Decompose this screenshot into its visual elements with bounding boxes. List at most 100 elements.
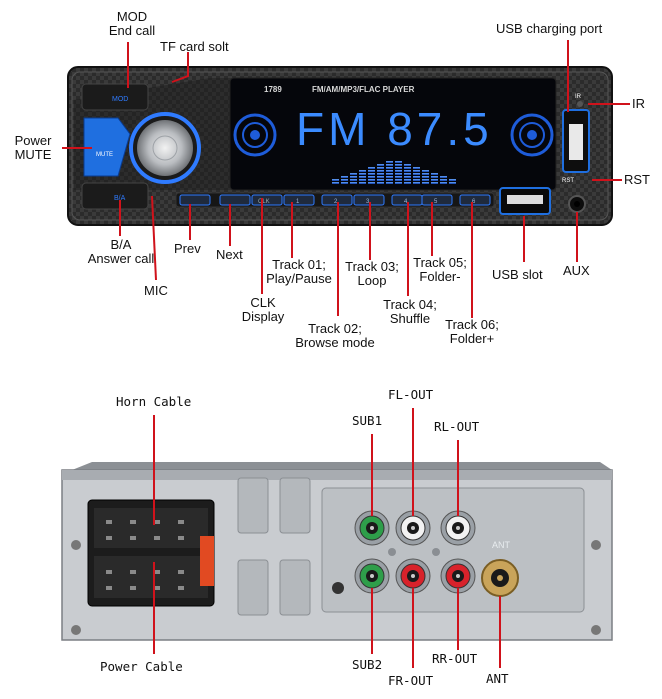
label-track03-line2: Loop <box>357 273 387 288</box>
equalizer-segment <box>350 176 357 178</box>
label-track01: Track 01; Play/Pause <box>264 258 334 286</box>
equalizer-segment <box>413 167 420 169</box>
iso-pin <box>178 536 184 540</box>
label-track06-line2: Folder+ <box>449 331 495 346</box>
label-ir: IR <box>632 96 645 111</box>
label-track05-line2: Folder- <box>419 269 461 284</box>
antenna-socket <box>481 559 519 597</box>
iso-pin <box>154 536 160 540</box>
label-mod-line2: End call <box>108 23 156 38</box>
equalizer-segment <box>332 182 339 184</box>
equalizer-segment <box>395 173 402 175</box>
equalizer-segment <box>350 182 357 184</box>
sub1-jack[interactable] <box>354 510 390 546</box>
label-track05: Track 05; Folder- <box>410 256 470 284</box>
plate-screw <box>388 548 396 556</box>
track-key-number: 5 <box>434 199 438 205</box>
label-mic: MIC <box>144 283 168 298</box>
equalizer-segment <box>341 182 348 184</box>
equalizer-segment <box>404 176 411 178</box>
fl-out-jack[interactable] <box>395 510 431 546</box>
label-clk-line1: CLK <box>250 295 276 310</box>
equalizer-segment <box>404 167 411 169</box>
equalizer-segment <box>413 176 420 178</box>
label-usb-charging: USB charging port <box>496 21 603 36</box>
iso-pin <box>130 536 136 540</box>
next-button[interactable] <box>219 194 251 206</box>
display-player-title: FM/AM/MP3/FLAC PLAYER <box>312 85 415 94</box>
volume-knob[interactable] <box>137 120 193 176</box>
rr-out-jack[interactable] <box>440 558 476 594</box>
label-power: Power MUTE <box>8 134 58 162</box>
clk-button[interactable] <box>251 194 283 206</box>
label-clk-line2: Display <box>241 309 285 324</box>
equalizer-segment <box>395 167 402 169</box>
display-swirl-right <box>510 113 554 157</box>
equalizer-segment <box>413 170 420 172</box>
label-fr-out: FR-OUT <box>388 673 434 688</box>
track-key-number: 2 <box>334 199 338 205</box>
equalizer-segment <box>386 164 393 166</box>
equalizer-segment <box>368 167 375 169</box>
label-sub2: SUB2 <box>352 657 383 672</box>
front-panel: 1 2 3 4 5 6 <box>67 66 613 226</box>
track-key-number: 6 <box>472 199 476 205</box>
equalizer-segment <box>404 179 411 181</box>
equalizer-segment <box>359 170 366 172</box>
equalizer-segment <box>431 173 438 175</box>
ba-button[interactable] <box>81 182 149 210</box>
label-track04-line1: Track 04; <box>383 297 437 312</box>
label-prev: Prev <box>174 241 201 256</box>
label-track06: Track 06; Folder+ <box>442 318 502 346</box>
equalizer-segment <box>386 182 393 184</box>
equalizer-segment <box>395 179 402 181</box>
equalizer-segment <box>377 173 384 175</box>
label-fl-out: FL-OUT <box>388 387 434 402</box>
plate-screw <box>432 548 440 556</box>
rl-out-jack[interactable] <box>440 510 476 546</box>
label-track03-line1: Track 03; <box>345 259 399 274</box>
sub2-jack[interactable] <box>354 558 390 594</box>
equalizer-segment <box>377 176 384 178</box>
iso-pin <box>154 520 160 524</box>
equalizer-segment <box>395 164 402 166</box>
label-sub1: SUB1 <box>352 413 383 428</box>
fr-out-jack[interactable] <box>395 558 431 594</box>
label-horn-cable: Horn Cable <box>116 394 192 409</box>
label-ba: B/A Answer call <box>84 238 158 266</box>
mod-button[interactable] <box>81 83 149 111</box>
label-track01-line2: Play/Pause <box>266 271 332 286</box>
label-ba-line2: Answer call <box>87 251 155 266</box>
equalizer-segment <box>431 179 438 181</box>
clk-key-label: CLK <box>258 199 270 205</box>
equalizer-segment <box>359 173 366 175</box>
equalizer-segment <box>377 182 384 184</box>
label-ba-line1: B/A <box>110 237 132 252</box>
equalizer-segment <box>422 182 429 184</box>
track5-button[interactable] <box>421 194 453 206</box>
equalizer-segment <box>431 182 438 184</box>
track6-button[interactable] <box>459 194 491 206</box>
track-key-number: 3 <box>366 199 370 205</box>
display-swirl-left <box>233 113 277 157</box>
equalizer-segment <box>359 182 366 184</box>
equalizer-segment <box>368 170 375 172</box>
equalizer-segment <box>449 179 456 181</box>
label-track04: Track 04; Shuffle <box>380 298 440 326</box>
iso-pin <box>106 586 112 590</box>
track-key-number: 1 <box>296 199 300 205</box>
label-power-cable: Power Cable <box>100 659 183 674</box>
label-track05-line1: Track 05; <box>413 255 467 270</box>
equalizer-segment <box>332 179 339 181</box>
mute-button[interactable] <box>83 117 131 177</box>
label-track02: Track 02; Browse mode <box>290 322 380 350</box>
iso-pin <box>130 520 136 524</box>
track-key-number: 4 <box>404 199 408 205</box>
mute-key-label: MUTE <box>96 152 113 158</box>
iso-pin <box>178 570 184 574</box>
equalizer-segment <box>422 170 429 172</box>
equalizer-segment <box>386 173 393 175</box>
equalizer-segment <box>377 179 384 181</box>
prev-button[interactable] <box>179 194 211 206</box>
iso-pin <box>106 570 112 574</box>
